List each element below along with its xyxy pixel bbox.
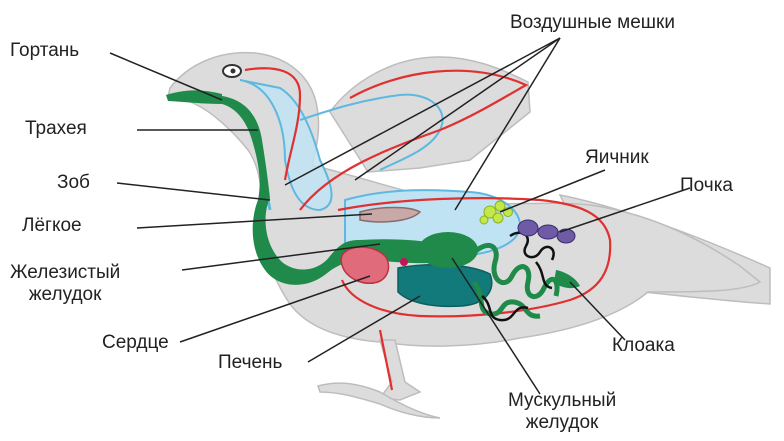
- leader-crop: [117, 183, 270, 200]
- label-ovary: Яичник: [585, 147, 649, 169]
- label-muscular-stomach-line1: Мускульный: [508, 390, 616, 412]
- label-lung: Лёгкое: [22, 215, 82, 237]
- heart-vessel-dot: [400, 258, 408, 266]
- label-crop: Зоб: [57, 172, 90, 194]
- label-glandular-stomach-line1: Железистый: [10, 262, 120, 284]
- label-muscular-stomach: Мускульный желудок: [508, 390, 616, 434]
- label-glandular-stomach-line2: желудок: [10, 284, 120, 306]
- foot: [318, 383, 440, 418]
- label-glandular-stomach: Железистый желудок: [10, 262, 120, 306]
- eye-pupil: [231, 69, 236, 74]
- label-heart: Сердце: [102, 332, 169, 354]
- label-muscular-stomach-line2: желудок: [508, 412, 616, 434]
- gizzard: [418, 232, 478, 268]
- label-air-sacs: Воздушные мешки: [510, 12, 675, 34]
- label-kidney: Почка: [680, 175, 733, 197]
- label-trachea: Трахея: [25, 118, 87, 140]
- label-larynx: Гортань: [10, 40, 79, 62]
- label-cloaca: Клоака: [612, 335, 675, 357]
- label-liver: Печень: [218, 352, 282, 374]
- leg: [380, 340, 420, 400]
- raised-wing: [330, 57, 530, 172]
